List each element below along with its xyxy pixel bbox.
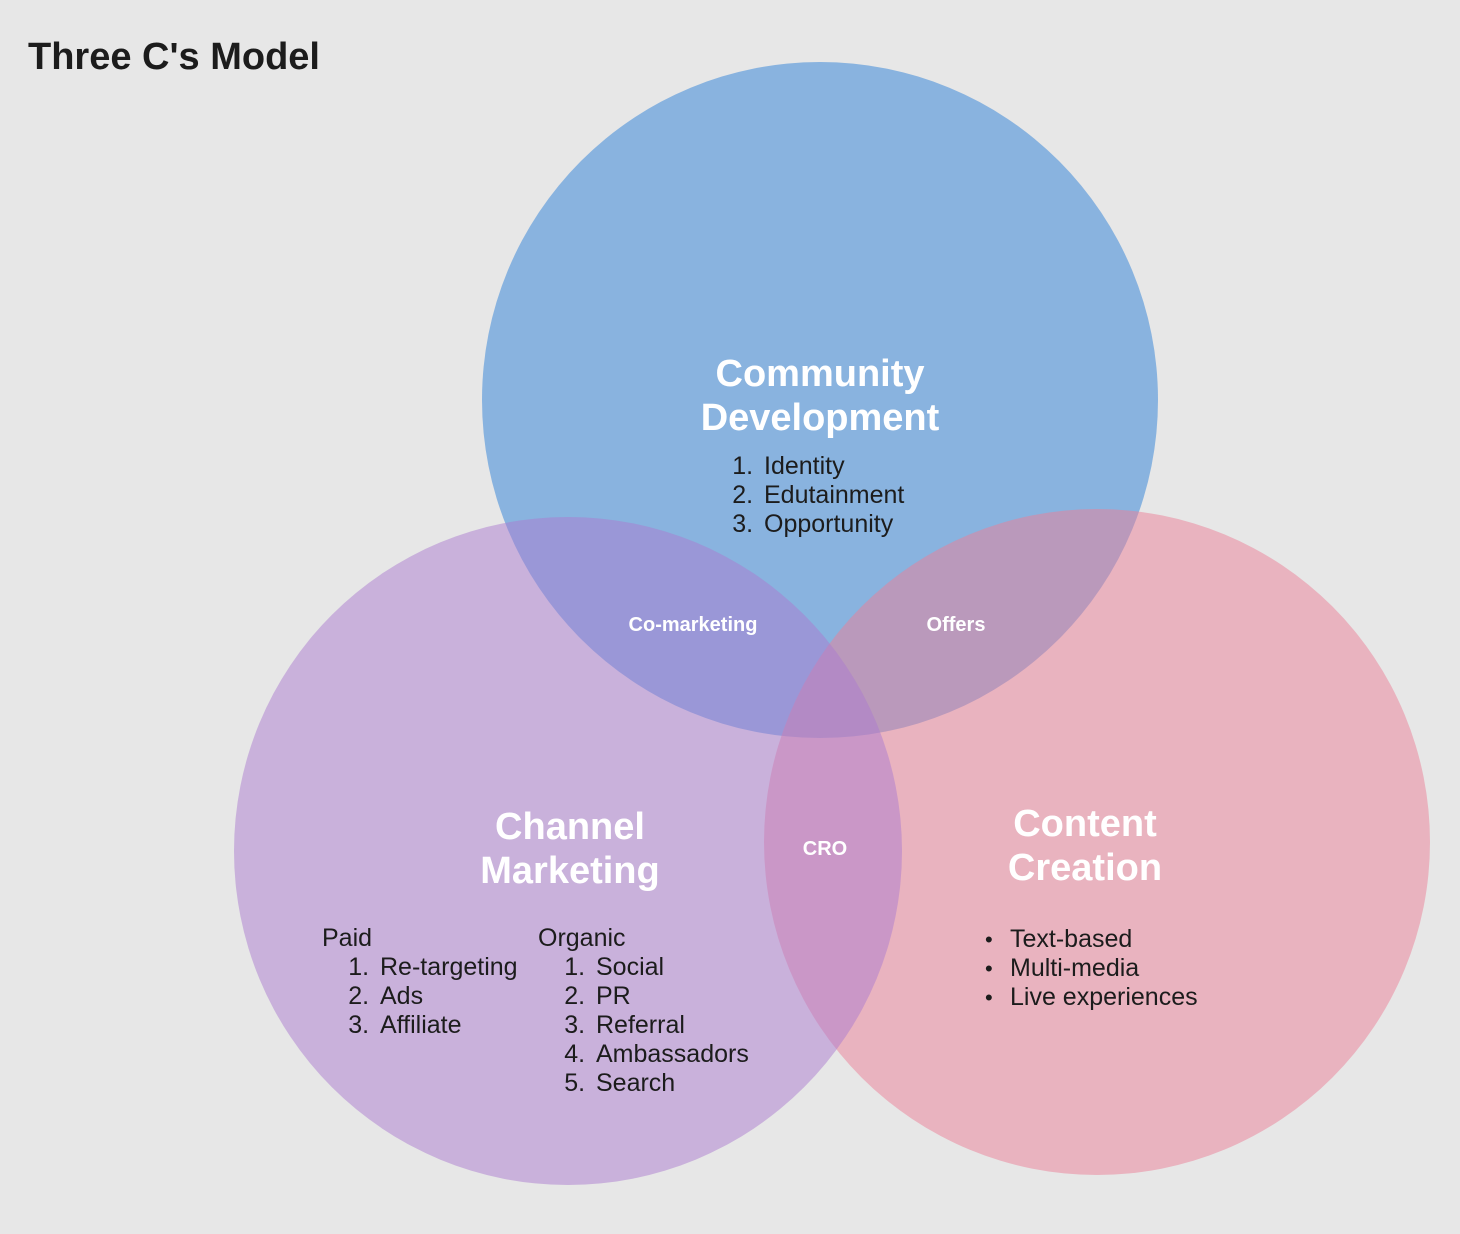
list-item: Opportunity [760, 510, 904, 539]
list-item: Edutainment [760, 481, 904, 510]
community-title-line1: Community [715, 353, 925, 395]
list-item: Live experiences [985, 983, 1198, 1012]
content-creation-list: Text-based Multi-media Live experiences [985, 925, 1198, 1012]
list-item: Re-targeting [376, 953, 518, 982]
list-item: Referral [592, 1011, 749, 1040]
organic-column: Organic Social PR Referral Ambassadors S… [538, 924, 749, 1098]
community-development-title: Community Development [620, 352, 1020, 440]
list-item: Ads [376, 982, 518, 1011]
list-item: Multi-media [985, 954, 1198, 983]
list-item: Identity [760, 452, 904, 481]
organic-label: Organic [538, 924, 626, 952]
channel-title-line2: Marketing [480, 850, 660, 892]
paid-label: Paid [322, 924, 373, 952]
organic-list: Social PR Referral Ambassadors Search [538, 953, 749, 1098]
list-item: Affiliate [376, 1011, 518, 1040]
community-title-line2: Development [700, 397, 940, 439]
cro-overlap-label: CRO [802, 838, 848, 860]
list-item: PR [592, 982, 749, 1011]
channel-title-line1: Channel [495, 806, 645, 848]
content-title-line1: Content [1013, 803, 1157, 845]
channel-marketing-title: Channel Marketing [370, 805, 770, 893]
paid-column: Paid Re-targeting Ads Affiliate [322, 924, 518, 1040]
list-item: Social [592, 953, 749, 982]
list-item: Text-based [985, 925, 1198, 954]
content-creation-title: Content Creation [885, 802, 1285, 890]
channel-marketing-circle [234, 517, 902, 1185]
list-item: Search [592, 1069, 749, 1098]
offers-overlap-label: Offers [926, 614, 986, 636]
list-item: Ambassadors [592, 1040, 749, 1069]
content-title-line2: Creation [1007, 847, 1163, 889]
co-marketing-overlap-label: Co-marketing [628, 614, 758, 636]
paid-list: Re-targeting Ads Affiliate [322, 953, 518, 1040]
page-title: Three C's Model [28, 36, 320, 78]
community-development-list: Identity Edutainment Opportunity [702, 452, 904, 539]
